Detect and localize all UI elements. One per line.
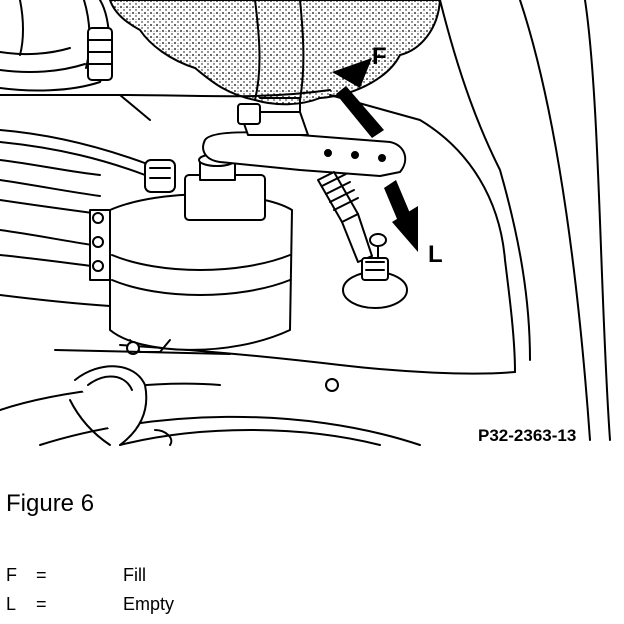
fill-arrow-label: F xyxy=(372,43,387,70)
lever-arm xyxy=(202,97,407,177)
legend-key: F xyxy=(6,565,17,585)
stippled-motor-block xyxy=(109,0,441,106)
mounting-plate xyxy=(0,0,611,441)
legend-value: Fill xyxy=(123,565,146,585)
legend-separator: = xyxy=(36,594,47,614)
empty-arrow-label: L xyxy=(428,241,443,268)
pump-body xyxy=(89,153,293,355)
fill-arrow xyxy=(332,58,384,138)
empty-arrow xyxy=(384,180,418,252)
lower-hose xyxy=(69,365,173,446)
hydraulic-assembly-illustration: F L xyxy=(0,0,611,446)
legend-key: L xyxy=(6,594,17,614)
adjustment-rod xyxy=(317,171,408,309)
legend-separator: = xyxy=(36,565,47,585)
legend-value: Empty xyxy=(123,594,175,614)
figure-caption: Figure 6 xyxy=(6,490,95,517)
left-pipe-upper xyxy=(0,129,151,166)
figure-code: P32-2363-13 xyxy=(478,426,577,445)
upper-left-housing xyxy=(0,0,113,92)
